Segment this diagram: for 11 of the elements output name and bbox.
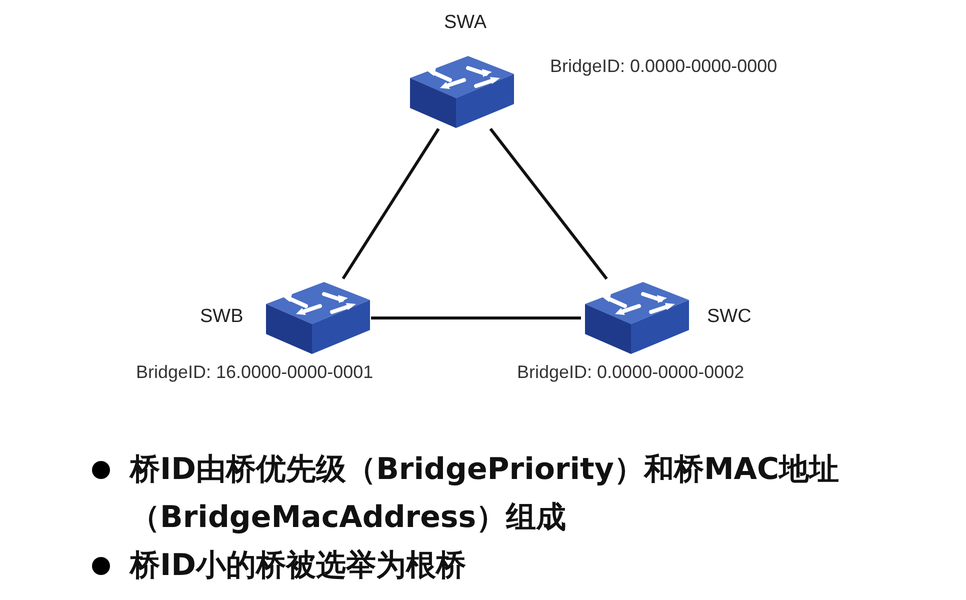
- link-line: [489, 128, 608, 280]
- link-line: [342, 128, 440, 280]
- switch-name: SWB: [200, 306, 244, 328]
- bridge-id-text: BridgeID: 0.0000-0000-0002: [517, 362, 744, 383]
- switch-name: SWA: [444, 12, 487, 34]
- switch-name: SWC: [707, 306, 752, 328]
- bridge-id-text: BridgeID: 16.0000-0000-0001: [136, 362, 374, 383]
- bullet-point: 桥ID小的桥被选举为根桥: [88, 542, 868, 590]
- link-line: [371, 316, 581, 320]
- bridge-id-text: BridgeID: 0.0000-0000-0000: [550, 56, 778, 77]
- bullet-point: 桥ID由桥优先级（BridgePriority）和桥MAC地址（BridgeMacAddress）组成: [88, 446, 868, 542]
